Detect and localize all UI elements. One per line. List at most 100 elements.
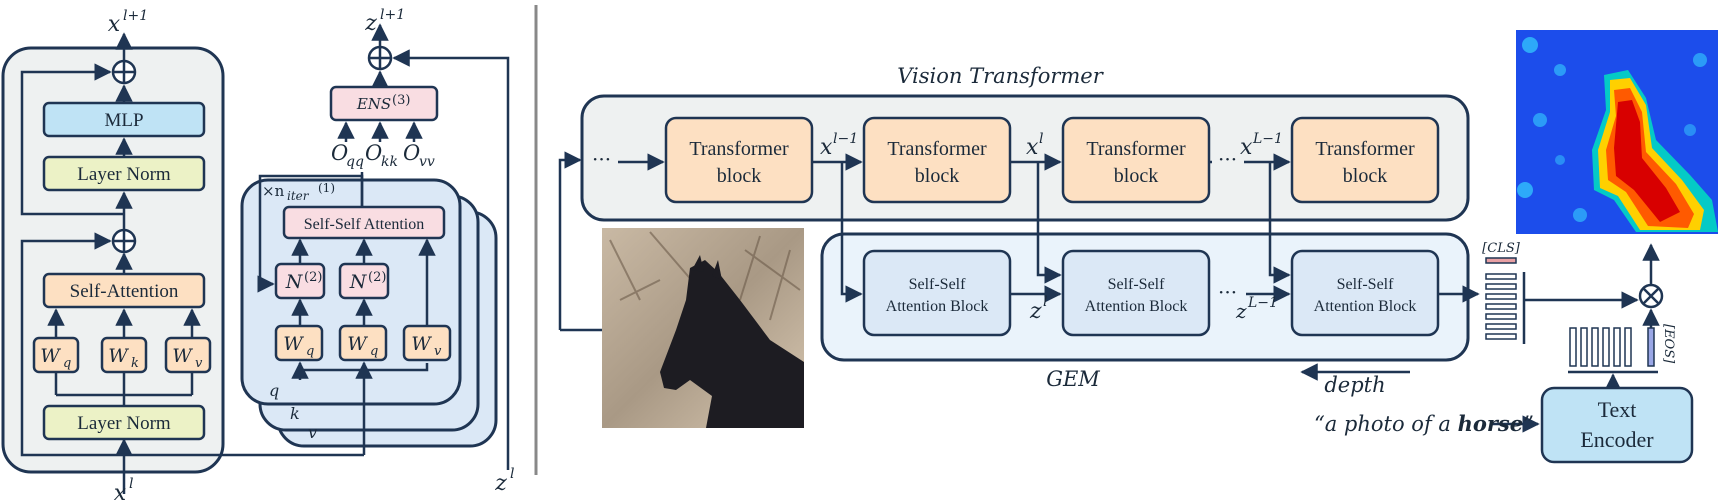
norm-n2-label: N xyxy=(349,271,368,293)
residual-add-bottom-icon xyxy=(111,228,137,254)
z-in-label: z xyxy=(494,471,507,496)
wv-box xyxy=(164,336,212,374)
norm-n1-sup: (2) xyxy=(304,270,322,285)
z-in-sup: l xyxy=(510,466,514,482)
residual-add-top-icon xyxy=(111,59,137,85)
ssa-block-2: Self-Self Attention Block xyxy=(1061,249,1211,337)
x-l-sup: l xyxy=(1039,131,1043,147)
wv-label: W xyxy=(172,345,193,367)
gem-label: GEM xyxy=(1046,367,1100,391)
stack-k-label: k xyxy=(290,404,300,423)
text-encoder-box xyxy=(1540,386,1694,464)
svg-text:Transformer: Transformer xyxy=(1315,138,1415,160)
ssa-wq1-label: W xyxy=(283,333,304,355)
self-attention-label: Self-Attention xyxy=(70,281,179,302)
wq-label: W xyxy=(40,345,61,367)
iter-label: ×n xyxy=(262,182,285,200)
svg-text:block: block xyxy=(1343,165,1387,187)
oqq-label: O xyxy=(331,141,348,165)
wq-sub: q xyxy=(63,356,71,371)
wv-sub: v xyxy=(195,356,203,371)
okk-label: O xyxy=(365,141,382,165)
z-Lm1-label: z xyxy=(1235,299,1247,323)
ellipsis-vit-start: ··· xyxy=(592,147,611,171)
z-l-label: z xyxy=(1029,299,1042,324)
ellipsis-vit-mid: ··· xyxy=(1218,147,1237,171)
self-self-attention-label: Self-Self Attention xyxy=(304,216,424,233)
z-out-label: z xyxy=(364,11,377,36)
ssa-wq2-sub: q xyxy=(370,344,378,359)
z-Lm1-sup: L−1 xyxy=(1247,295,1278,311)
svg-text:Attention Block: Attention Block xyxy=(1085,298,1188,315)
ssa-wq1-sub: q xyxy=(306,344,314,359)
x-in-sup: l xyxy=(129,476,133,492)
eos-token xyxy=(1647,327,1655,367)
ssa-connections xyxy=(124,23,510,470)
svg-text:Self-Self: Self-Self xyxy=(1337,276,1395,293)
stack-v-label: v xyxy=(308,423,317,442)
x-Lm1-label: x xyxy=(1240,135,1253,160)
similarity-multiply-icon xyxy=(1638,283,1664,309)
cls-label: [CLS] xyxy=(1482,241,1521,256)
svg-text:Transformer: Transformer xyxy=(1086,138,1186,160)
similarity-connections xyxy=(1492,243,1660,433)
depth-label: depth xyxy=(1324,373,1385,397)
layer-norm-top-label: Layer Norm xyxy=(77,164,171,185)
gem-pipeline: Vision Transformer Transformer block Tra… xyxy=(558,30,1718,464)
wk-label: W xyxy=(108,345,129,367)
ssa-wq2-label: W xyxy=(347,333,368,355)
image-token-stack xyxy=(1485,273,1517,340)
svg-text:Attention Block: Attention Block xyxy=(1314,298,1417,315)
prompt-text: “a photo of a horse” xyxy=(1314,411,1534,436)
standard-transformer-block: MLP Layer Norm Self-Attention W q W k W … xyxy=(1,8,225,504)
okk-sub: kk xyxy=(381,154,398,170)
text-token-stack xyxy=(1569,327,1632,367)
ellipsis-gem-mid: ··· xyxy=(1218,280,1237,304)
x-lm1-label: x xyxy=(820,135,833,160)
stack-q-label: q xyxy=(269,381,279,400)
ovv-sub: vv xyxy=(419,154,435,170)
ssa-residual-add-icon xyxy=(367,45,393,71)
x-out-label: x xyxy=(108,12,121,37)
horse-photo xyxy=(602,228,804,428)
svg-text:Transformer: Transformer xyxy=(689,138,789,160)
svg-text:Self-Self: Self-Self xyxy=(909,276,967,293)
transformer-block-4: Transformer block xyxy=(1290,116,1440,204)
mlp-label: MLP xyxy=(104,110,143,131)
layer-norm-bottom-label: Layer Norm xyxy=(77,413,171,434)
standard-block-connections xyxy=(20,32,201,494)
z-out-sup: l+1 xyxy=(380,7,405,23)
iter-sub: iter xyxy=(287,189,310,203)
oqq-sub: qq xyxy=(346,154,364,170)
iter-sup: (1) xyxy=(318,181,335,195)
eos-label: [EOS] xyxy=(1661,324,1676,364)
x-out-sup: l+1 xyxy=(123,8,148,24)
text-encoder-label-2: Encoder xyxy=(1580,427,1654,452)
transformer-block-3: Transformer block xyxy=(1061,116,1211,204)
self-self-attention-stack: q k v Self-Self Attention N (2) N (2) W … xyxy=(124,7,514,496)
ssa-wv-label: W xyxy=(411,333,432,355)
ssa-block-1: Self-Self Attention Block xyxy=(862,249,1012,337)
gem-connections xyxy=(558,151,1480,332)
transformer-block-2: Transformer block xyxy=(862,116,1012,204)
svg-text:block: block xyxy=(717,165,761,187)
svg-text:Self-Self: Self-Self xyxy=(1108,276,1166,293)
transformer-block-1: Transformer block xyxy=(664,116,814,204)
wk-sub: k xyxy=(131,356,139,371)
svg-text:Transformer: Transformer xyxy=(887,138,987,160)
z-l-sup: l xyxy=(1043,294,1047,310)
norm-n1-label: N xyxy=(285,271,304,293)
norm-n2-sup: (2) xyxy=(368,270,386,285)
vision-transformer-title: Vision Transformer xyxy=(897,64,1105,88)
text-encoder-label-1: Text xyxy=(1598,397,1637,422)
svg-text:block: block xyxy=(1114,165,1158,187)
attention-heatmap xyxy=(1516,30,1718,234)
svg-text:Attention Block: Attention Block xyxy=(886,298,989,315)
x-Lm1-sup: L−1 xyxy=(1252,131,1283,147)
x-l-label: x xyxy=(1026,135,1039,160)
ens-sup: (3) xyxy=(392,93,410,108)
x-in-label: x xyxy=(114,481,127,504)
ssa-block-3: Self-Self Attention Block xyxy=(1290,249,1440,337)
ens-label: ENS xyxy=(356,95,391,113)
